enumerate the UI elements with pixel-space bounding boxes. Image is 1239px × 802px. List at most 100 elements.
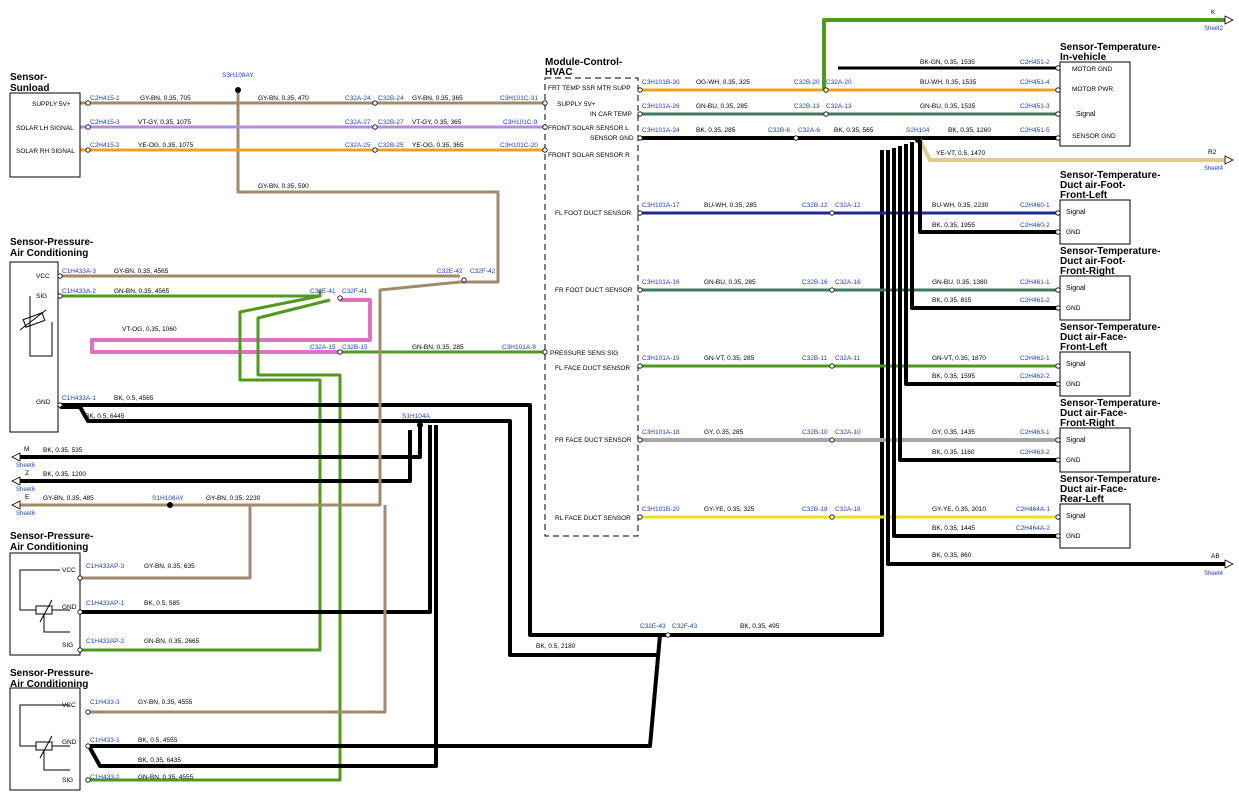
conn-c32b-15: C32B-15 [342, 344, 368, 351]
pin-pac2-vcc: VCC [62, 567, 76, 574]
wire-label-p3sig: GN-BN, 0.35, 4555 [138, 774, 194, 781]
wire-label-p3vcc: GY-BN, 0.35, 4555 [138, 699, 193, 706]
pin-sunload-rh: SOLAR RH SIGNAL [16, 148, 75, 155]
pin-labels: SUPPLY 5V+ SOLAR LH SIGNAL SOLAR RH SIGN… [16, 66, 1116, 784]
wire-label-p2sig: GN-BN, 0.35, 2665 [144, 638, 200, 645]
offsheet-m-sheet[interactable]: Sheet6 [16, 463, 36, 469]
conn-c2h461-1: C2H461-1 [1020, 279, 1050, 286]
conn-s3h108ay: S3H108AY [222, 72, 254, 79]
conn-c32a-18: C32A-18 [835, 506, 861, 513]
pin-inv-sensor-gnd: SENSOR GND [1072, 133, 1116, 140]
pin-sunload-supply: SUPPLY 5V+ [32, 101, 71, 108]
wire-label-sun1b: GY-BN, 0.35, 470 [258, 95, 309, 102]
wire-label-bk1160: BK, 0.35, 1160 [932, 449, 975, 456]
splice-s2h104 [915, 137, 921, 143]
conn-c2h460-1: C2H460-1 [1020, 202, 1050, 209]
pin-facefl-gnd: GND [1066, 381, 1081, 388]
wire-label-p1vcc: GY-BN, 0.35, 4565 [114, 268, 169, 275]
offsheet-z-sheet[interactable]: Sheet6 [16, 487, 36, 493]
footfr-title-1: Sensor-Temperature- [1060, 246, 1160, 257]
conn-c32b-24: C32B-24 [378, 95, 404, 102]
arrow-z-icon [11, 476, 21, 486]
offsheet-ab-sheet[interactable]: Sheet4 [1204, 571, 1224, 577]
facerl-title-1: Sensor-Temperature- [1060, 474, 1160, 485]
pin-facerl-gnd: GND [1066, 533, 1081, 540]
pin-hvac-fl-foot: FL FOOT DUCT SENSOR [555, 210, 631, 217]
conn-c3h101a-8: C3H101A-8 [502, 344, 536, 351]
wire-labels: GY-BN, 0.35, 705 GY-BN, 0.35, 470 GY-BN,… [43, 59, 991, 781]
conn-c2h460-2: C2H460-2 [1020, 222, 1050, 229]
wire-p1-sig [60, 290, 322, 298]
wire-label-gy285: GY, 0.35, 285 [704, 429, 744, 436]
wire-label-gnbu285: GN-BU, 0.35, 285 [696, 103, 748, 110]
wire-label-gyye2010: GY-YE, 0.35, 2010 [932, 506, 986, 513]
arrow-ab-icon [1224, 559, 1234, 569]
wire-label-buwh2230: BU-WH, 0.35, 2230 [932, 202, 989, 209]
offsheet-m-letter: M [24, 446, 29, 453]
wire-label-p3gnd2: BK, 0.35, 6435 [138, 757, 181, 764]
conn-s1h104a: S1H104A [402, 413, 430, 420]
conn-c3h101b-20: C3H101B-20 [642, 506, 680, 513]
pin-footfr-gnd: GND [1066, 305, 1081, 312]
wire-label-bkgn: BK-GN, 0.35, 1535 [920, 59, 975, 66]
foot-fl-sensor-box [1059, 199, 1131, 245]
footfl-title-2: Duct air-Foot- [1060, 180, 1126, 191]
conn-c1h433ap-3: C1H433AP-3 [86, 563, 125, 570]
pin-pac3-gnd: GND [62, 739, 77, 746]
facefr-title-3: Front-Right [1060, 418, 1115, 429]
wire-label-gy590: GY-BN, 0.35, 590 [258, 183, 309, 190]
conn-c2h464a-1: C2H464A-1 [1016, 506, 1050, 513]
wire-z [20, 430, 412, 483]
wire-label-sun2b: YE-OG, 0.35, 365 [412, 142, 464, 149]
conn-c2h461-2: C2H461-2 [1020, 297, 1050, 304]
pin-inv-motor-pwr: MOTOR PWR [1072, 86, 1113, 93]
splice-s1h108ay [167, 502, 173, 508]
offsheet-r2-letter: R2 [1208, 149, 1217, 156]
pin-footfr-signal: Signal [1066, 285, 1086, 292]
wire-fr-foot-gnd [910, 142, 1060, 310]
wire-label-bk1445: BK, 0.35, 1445 [932, 525, 975, 532]
wires [20, 18, 1225, 782]
wire-p1-sig-down2 [90, 298, 342, 782]
offsheet-r2-sheet[interactable]: Sheet4 [1204, 166, 1224, 172]
conn-c2h451-5: C2H451-5 [1020, 127, 1050, 134]
facerl-title-2: Duct air-Face- [1060, 484, 1127, 495]
pin-hvac-frt-temp: FRT TEMP SSR MTR SUPP [548, 85, 631, 92]
conn-c2h463-2: C2H463-2 [1020, 449, 1050, 456]
conn-c32f-41: C32F-41 [342, 288, 368, 295]
pin-pac1-gnd: GND [36, 399, 51, 406]
conn-c32b-27: C32B-27 [378, 119, 404, 126]
arrow-k-icon [1224, 15, 1234, 25]
offsheet-k-sheet[interactable]: Sheet2 [1204, 26, 1224, 32]
pin-hvac-rl-face: RL FACE DUCT SENSOR [555, 515, 631, 522]
conn-c1h433-1: C1H433-1 [90, 737, 120, 744]
wire-label-bk6445: BK, 0.5, 6445 [85, 413, 125, 420]
pin-hvac-fr-face: FR FACE DUCT SENSOR [555, 437, 632, 444]
offsheet-e-sheet[interactable]: Sheet6 [16, 511, 36, 517]
pin-hvac-pressure: PRESSURE SENS SIG [550, 350, 618, 357]
conn-c32f-42: C32F-42 [470, 268, 496, 275]
facefr-title-1: Sensor-Temperature- [1060, 398, 1160, 409]
wire-p2-gnd [80, 425, 432, 614]
wire-label-sun3: VT-GY, 0.35, 1075 [138, 119, 191, 126]
conn-c2h451-3: C2H451-3 [1020, 103, 1050, 110]
arrow-r2-icon [1224, 155, 1234, 165]
pac3-title-1: Sensor-Pressure- [10, 668, 93, 679]
pin-inv-motor-gnd: MOTOR GND [1072, 66, 1113, 73]
conn-c3h101a-24: C3H101A-24 [642, 127, 680, 134]
wire-p3-gnd [90, 634, 662, 748]
hvac-title-2: HVAC [545, 67, 573, 78]
wire-p3-vcc [90, 505, 387, 714]
conn-c1h433-3: C1H433-3 [90, 699, 120, 706]
wire-fl-foot-gnd [918, 140, 1060, 234]
conn-s2h104: S2H104 [906, 127, 930, 134]
wire-label-p2gnd: BK, 0.5, 585 [144, 600, 180, 607]
wire-vtog [90, 298, 372, 354]
pin-hvac-front-solar-l: FRONT SOLAR SENSOR L [548, 125, 629, 132]
conn-c3h101b-30: C3H101B-30 [642, 79, 680, 86]
conn-c1h433ap-2: C1H433AP-2 [86, 638, 125, 645]
pin-sunload-lh: SOLAR LH SIGNAL [16, 125, 74, 132]
wire-label-bk2180: BK, 0.5, 2180 [536, 643, 576, 650]
footfl-title-1: Sensor-Temperature- [1060, 170, 1160, 181]
